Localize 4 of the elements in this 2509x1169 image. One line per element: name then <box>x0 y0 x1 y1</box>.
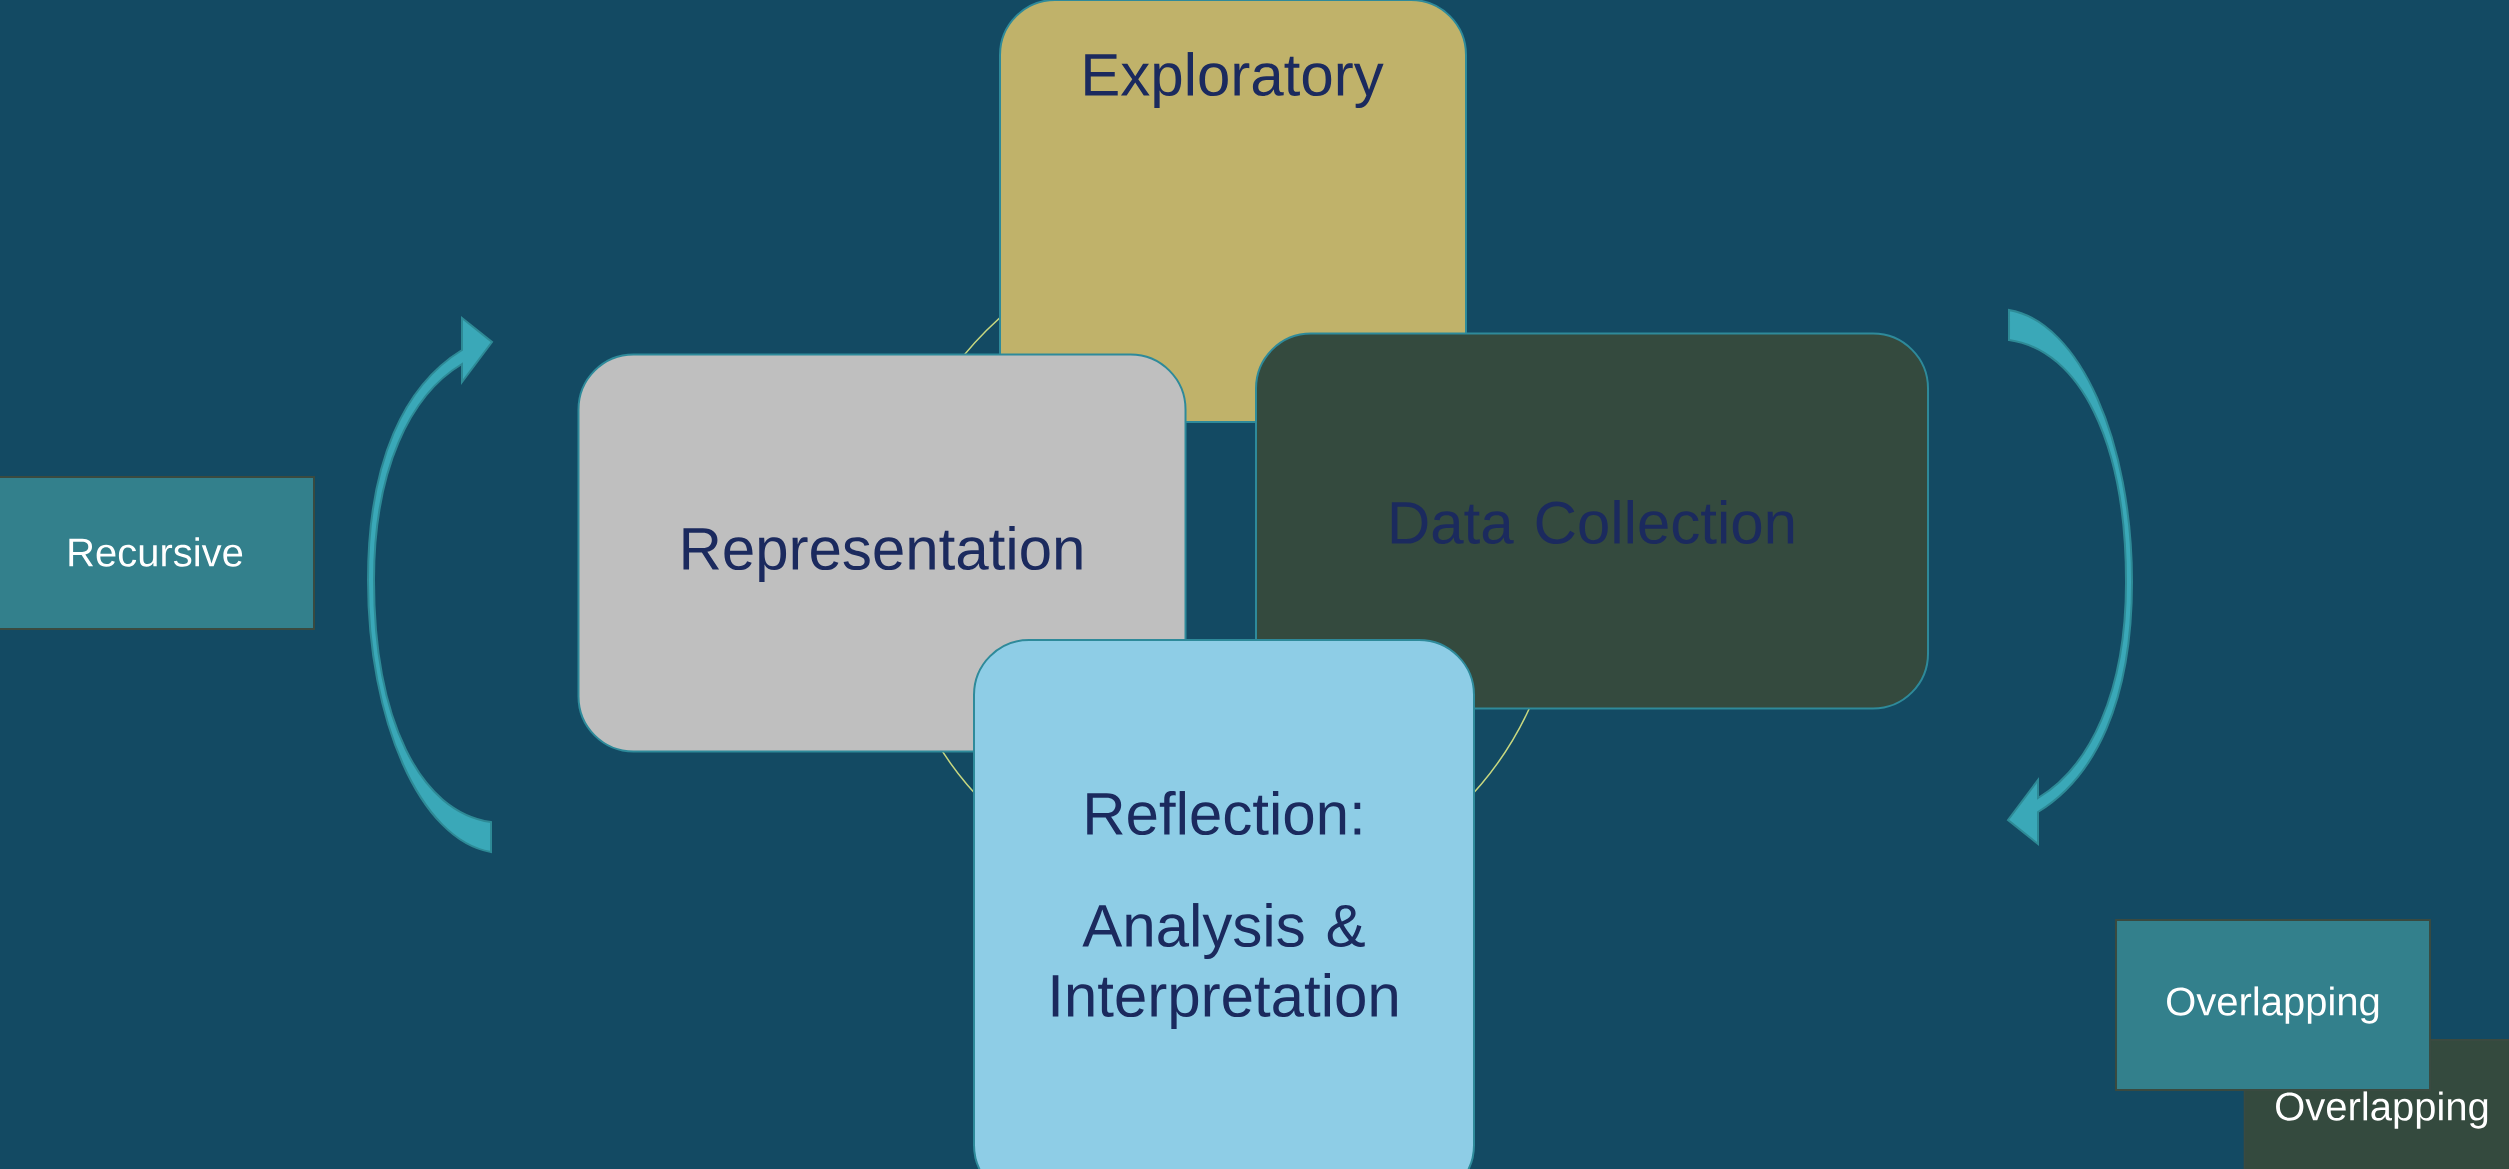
process-box: Representation <box>577 353 1187 753</box>
label-box: Overlapping <box>2115 919 2431 1091</box>
label-box: Recursive <box>0 476 315 630</box>
process-box: Reflection: Analysis & Interpretation <box>973 639 1475 1169</box>
